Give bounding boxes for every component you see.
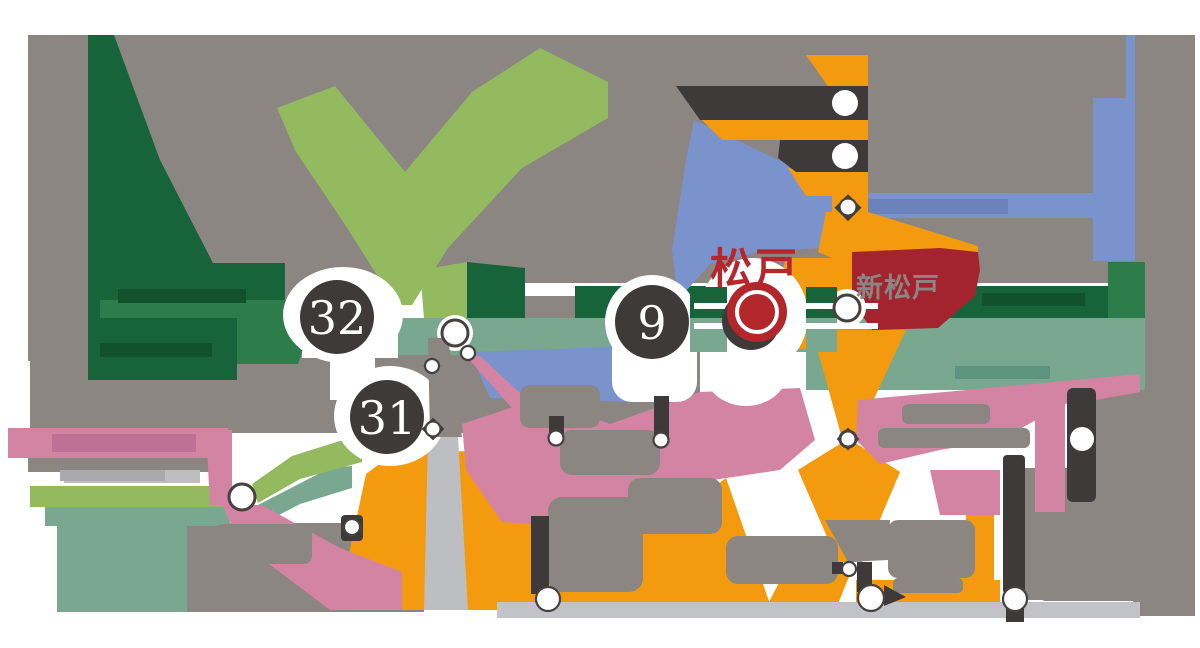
line-light-green-lower-left bbox=[30, 486, 232, 507]
black-bar-1 bbox=[676, 86, 868, 120]
station-circle-cluster-main[interactable] bbox=[440, 318, 470, 348]
shin-matsudo-label[interactable]: 新松戸 bbox=[856, 272, 940, 304]
line-orange-x-upper bbox=[812, 330, 906, 442]
line-light-green-apex bbox=[420, 262, 467, 318]
marker-group bbox=[227, 86, 1096, 622]
black-bar-bottom-1 bbox=[531, 516, 549, 594]
line-pink-right-vertical bbox=[1035, 390, 1065, 512]
gray-field-patch-3 bbox=[28, 456, 232, 472]
matsudo-marker-inner-ring bbox=[735, 290, 779, 334]
matsudo-label[interactable]: 松戸 bbox=[710, 244, 800, 293]
rail-line-shapes bbox=[8, 35, 1145, 618]
station-circle-center-2[interactable] bbox=[652, 431, 670, 449]
badge-31-number: 31 bbox=[358, 391, 417, 445]
black-bar-center-2 bbox=[654, 396, 669, 441]
black-nub-bottom bbox=[832, 562, 843, 574]
black-wedge-bottom bbox=[884, 585, 906, 606]
road-silver-wedge bbox=[424, 437, 468, 610]
text-blob-gray-2 bbox=[878, 428, 1030, 448]
text-blob-on-pink bbox=[52, 434, 196, 452]
line-blue-triangle bbox=[672, 120, 846, 300]
label-group: 松戸 新松戸 bbox=[710, 244, 940, 304]
station-circle-bottom-3[interactable] bbox=[856, 583, 886, 613]
station-circle-bottom-2[interactable] bbox=[840, 560, 858, 578]
text-blob-on-green-2 bbox=[100, 343, 212, 357]
text-blob-gray-12 bbox=[520, 385, 600, 428]
line-orange-top-flare bbox=[806, 55, 868, 92]
station-circle-cluster-3[interactable] bbox=[423, 357, 441, 375]
text-blob-gray-8 bbox=[888, 520, 975, 578]
line-blue-vertical bbox=[1093, 98, 1135, 261]
text-blob-on-sage bbox=[955, 366, 1050, 379]
road-bottom-band bbox=[497, 602, 1140, 618]
text-blob-gray-1 bbox=[902, 404, 990, 424]
gray-field-left-strip bbox=[28, 263, 90, 361]
station-circle-center-1[interactable] bbox=[547, 429, 565, 447]
station-circle-cluster-4[interactable] bbox=[424, 420, 442, 438]
station-circle-lower-left-2[interactable] bbox=[342, 517, 362, 537]
line-pink-bottom bbox=[930, 470, 1000, 515]
text-blob-on-green bbox=[118, 289, 246, 303]
badge-group: 32 31 9 bbox=[300, 280, 689, 454]
line-light-green-diagonal bbox=[252, 441, 362, 503]
badge-9-number: 9 bbox=[637, 296, 666, 350]
badge-9[interactable] bbox=[615, 285, 689, 359]
badge-32-number: 32 bbox=[308, 291, 367, 345]
station-circle-right-1[interactable] bbox=[1070, 427, 1094, 451]
text-blob-gray-9 bbox=[893, 578, 963, 593]
line-orange-strip-2 bbox=[788, 168, 868, 196]
station-circle-x-junction[interactable] bbox=[838, 429, 858, 449]
black-bar-right-2 bbox=[1003, 455, 1025, 594]
text-blob-gray-3 bbox=[215, 524, 312, 564]
line-orange-strip-1 bbox=[700, 118, 868, 140]
text-blob-on-green-right bbox=[982, 293, 1085, 306]
station-circle-junction-top[interactable] bbox=[838, 197, 858, 217]
badge-31[interactable] bbox=[350, 380, 424, 454]
line-light-green-v bbox=[277, 48, 608, 305]
line-sage-lower-left bbox=[45, 503, 230, 526]
station-circle-bottom-4[interactable] bbox=[1001, 585, 1029, 613]
text-blob-gray-11 bbox=[560, 430, 660, 475]
text-blob-on-blue bbox=[860, 199, 1008, 214]
line-dark-green-wedge bbox=[88, 35, 232, 318]
line-dark-green-apex bbox=[467, 262, 525, 318]
stub-dark-green-2 bbox=[806, 287, 837, 318]
text-blob-gray-5 bbox=[726, 536, 838, 584]
text-blob-on-silver bbox=[60, 470, 165, 481]
stub-dark-green-1 bbox=[690, 287, 727, 318]
station-circle-bottom-1[interactable] bbox=[534, 585, 562, 613]
text-blob-gray-4 bbox=[548, 497, 643, 592]
track-white-line-2 bbox=[694, 323, 878, 329]
badge-32[interactable] bbox=[300, 280, 374, 354]
text-blob-gray-6 bbox=[628, 478, 722, 534]
line-green-end-cap bbox=[1108, 262, 1145, 327]
line-pink-left-vertical bbox=[206, 430, 232, 505]
station-circle-lower-left[interactable] bbox=[227, 482, 257, 512]
text-blob-gray-10 bbox=[1040, 586, 1138, 601]
station-circle-bar2[interactable] bbox=[832, 143, 858, 169]
station-circle-shin-matsudo[interactable] bbox=[832, 293, 862, 323]
line-blue-sliver bbox=[1126, 35, 1135, 105]
station-circle-bar1[interactable] bbox=[832, 90, 858, 116]
station-circle-cluster-2[interactable] bbox=[459, 344, 477, 362]
shin-matsudo-red-area bbox=[852, 248, 980, 330]
text-blob-gray-7 bbox=[825, 520, 890, 562]
line-sage-diagonal bbox=[256, 466, 352, 524]
